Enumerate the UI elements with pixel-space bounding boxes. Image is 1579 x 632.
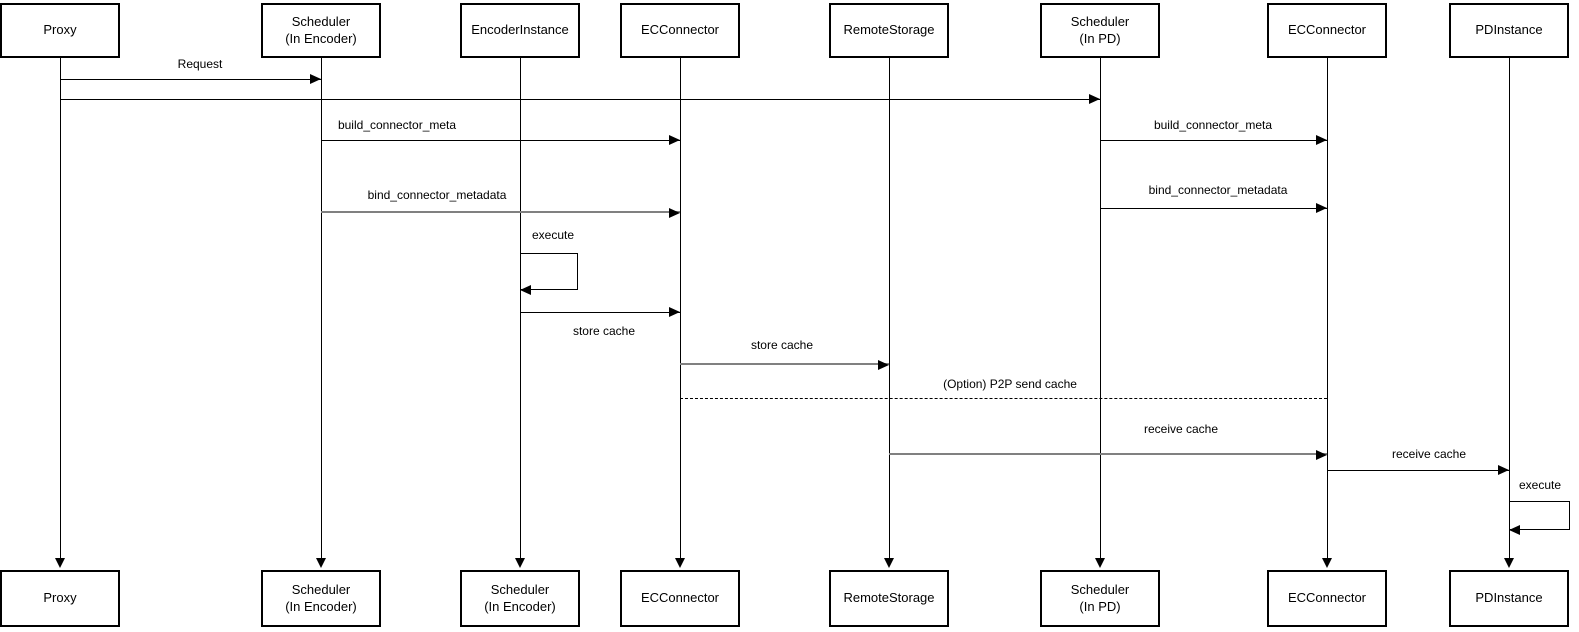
actor-bottom-box-proxy: Proxy [0, 570, 120, 627]
self-message-loop-execute-encoder-instance [520, 253, 578, 290]
message-label-store-cache-to-remotestorage: store cache [750, 338, 814, 352]
self-message-arrowhead-execute-pd-instance [1509, 525, 1520, 535]
actor-top-box-scheduler-encoder: Scheduler (In Encoder) [261, 3, 381, 58]
message-label-receive-cache-ecconnector: receive cache [1143, 422, 1219, 436]
lifeline-scheduler-pd [1099, 58, 1101, 558]
actor-bottom-box-pd-instance: PDInstance [1449, 570, 1569, 627]
message-line-build-connector-meta-encoder [321, 140, 680, 141]
actor-top-box-pd-instance: PDInstance [1449, 3, 1569, 58]
message-arrowhead-store-cache-to-ecconnector [669, 307, 680, 317]
actor-top-box-ec-connector-right: ECConnector [1267, 3, 1387, 58]
message-label-receive-cache-pdinstance: receive cache [1391, 447, 1467, 461]
message-arrowhead-receive-cache-pdinstance [1498, 465, 1509, 475]
lifeline-ec-connector-left [679, 58, 681, 558]
lifeline-proxy [59, 58, 61, 558]
actor-top-box-proxy: Proxy [0, 3, 120, 58]
message-label-bind-connector-metadata-encoder: bind_connector_metadata [367, 188, 507, 202]
lifeline-arrowhead-encoder-instance [515, 558, 525, 568]
self-message-arrowhead-execute-encoder-instance [520, 285, 531, 295]
message-arrowhead-request [310, 74, 321, 84]
actor-bottom-box-ec-connector-left: ECConnector [620, 570, 740, 627]
message-line-bind-connector-metadata-pd [1100, 208, 1327, 209]
message-label-request: Request [177, 57, 223, 71]
message-arrowhead-bind-connector-metadata-pd [1316, 203, 1327, 213]
lifeline-arrowhead-pd-instance [1504, 558, 1514, 568]
lifeline-pd-instance [1508, 58, 1510, 558]
message-label-store-cache-to-ecconnector: store cache [572, 324, 636, 338]
actor-top-box-ec-connector-left: ECConnector [620, 3, 740, 58]
message-line-store-cache-to-ecconnector [520, 312, 680, 313]
actor-top-box-remote-storage: RemoteStorage [829, 3, 949, 58]
actor-bottom-box-encoder-instance: Scheduler (In Encoder) [460, 570, 580, 627]
message-line-receive-cache-pdinstance [1327, 470, 1509, 471]
lifeline-arrowhead-scheduler-encoder [316, 558, 326, 568]
lifeline-arrowhead-remote-storage [884, 558, 894, 568]
actor-top-box-encoder-instance: EncoderInstance [460, 3, 580, 58]
message-label-build-connector-meta-pd: build_connector_meta [1153, 118, 1273, 132]
actor-bottom-box-ec-connector-right: ECConnector [1267, 570, 1387, 627]
message-label-p2p-send-cache: (Option) P2P send cache [943, 377, 1077, 391]
message-line-request [60, 79, 321, 80]
message-arrowhead-bind-connector-metadata-encoder [669, 208, 680, 218]
lifeline-arrowhead-proxy [55, 558, 65, 568]
lifeline-arrowhead-ec-connector-right [1322, 558, 1332, 568]
message-line-p2p-send-cache [680, 398, 1327, 399]
lifeline-arrowhead-scheduler-pd [1095, 558, 1105, 568]
message-arrowhead-receive-cache-ecconnector [1316, 450, 1327, 460]
message-line-bind-connector-metadata-encoder [321, 211, 680, 213]
lifeline-remote-storage [888, 58, 890, 558]
actor-bottom-box-remote-storage: RemoteStorage [829, 570, 949, 627]
lifeline-encoder-instance [519, 58, 521, 558]
message-line-receive-cache-ecconnector [889, 453, 1327, 455]
message-label-bind-connector-metadata-pd: bind_connector_metadata [1148, 183, 1288, 197]
actor-bottom-box-scheduler-pd: Scheduler (In PD) [1040, 570, 1160, 627]
self-message-loop-execute-pd-instance [1509, 501, 1570, 530]
self-message-label-execute-encoder-instance: execute [531, 228, 575, 242]
message-arrowhead-store-cache-to-remotestorage [878, 360, 889, 370]
lifeline-arrowhead-ec-connector-left [675, 558, 685, 568]
self-message-label-execute-pd-instance: execute [1518, 478, 1562, 492]
lifeline-scheduler-encoder [320, 58, 322, 558]
message-arrowhead-forward-request [1089, 94, 1100, 104]
message-label-build-connector-meta-encoder: build_connector_meta [337, 118, 457, 132]
actor-bottom-box-scheduler-encoder: Scheduler (In Encoder) [261, 570, 381, 627]
lifeline-ec-connector-right [1326, 58, 1328, 558]
actor-top-box-scheduler-pd: Scheduler (In PD) [1040, 3, 1160, 58]
message-line-store-cache-to-remotestorage [680, 363, 889, 365]
message-line-build-connector-meta-pd [1100, 140, 1327, 141]
message-line-forward-request [60, 99, 1100, 100]
message-arrowhead-build-connector-meta-pd [1316, 135, 1327, 145]
message-arrowhead-build-connector-meta-encoder [669, 135, 680, 145]
